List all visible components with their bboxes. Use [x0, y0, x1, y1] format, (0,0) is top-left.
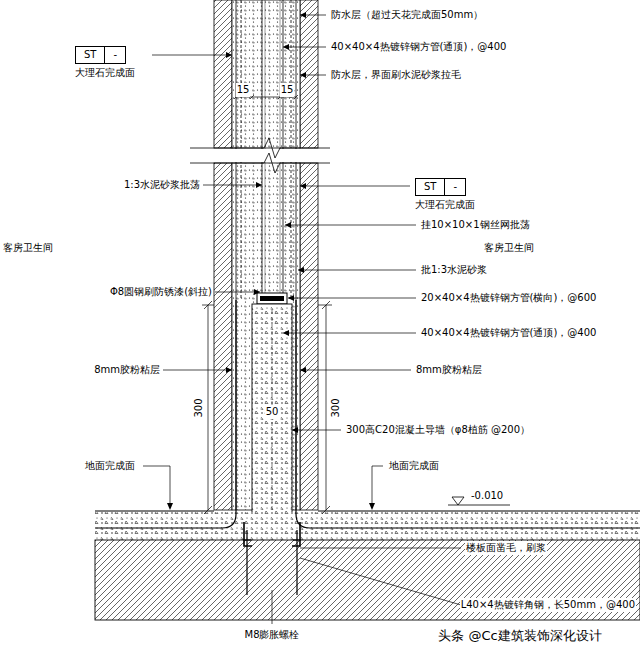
callout-label: 客房卫生间 — [483, 241, 535, 255]
callout-label: 8mm胶粉粘层 — [93, 363, 161, 377]
dimension-text: 50 — [265, 405, 280, 419]
callout-label: 客房卫生间 — [2, 241, 54, 255]
tag-heading: 大理石完成面 — [75, 66, 135, 80]
callout-label: Φ8圆钢刷防锈漆(斜拉) — [109, 285, 213, 299]
tag-cell: - — [104, 47, 125, 63]
callout-label: 楼板面凿毛，刷浆 — [465, 541, 547, 555]
callout-label: 地面完成面 — [84, 459, 136, 473]
tag-box: ST- — [415, 178, 466, 196]
watermark: 头条 @Cc建筑装饰深化设计 — [437, 628, 602, 644]
callout-label: 防水层，界面刷水泥砂浆拉毛 — [330, 68, 462, 82]
callout-label: 8mm胶粉粘层 — [415, 363, 483, 377]
callout-label: 批1:3水泥砂浆 — [420, 263, 488, 277]
callout-label: 40×40×4热镀锌钢方管(通顶)，@400 — [330, 40, 507, 54]
material-tag: ST- 大理石完成面 — [75, 46, 135, 80]
material-tag: ST- 大理石完成面 — [415, 178, 475, 212]
callout-label: 地面完成面 — [388, 459, 440, 473]
dimension-text: 300 — [329, 397, 343, 418]
callout-label: 1:3水泥砂浆批荡 — [123, 178, 201, 192]
dimension-text: 15 — [236, 83, 251, 97]
dimension-text: -0.010 — [470, 489, 504, 503]
tag-box: ST- — [75, 46, 126, 64]
dimension-text: 300 — [192, 397, 206, 418]
tag-cell: ST — [76, 47, 104, 63]
callout-label: 防水层（超过天花完成面50mm） — [330, 8, 484, 22]
callout-label: 20×40×4热镀锌钢方管(横向)，@600 — [420, 291, 597, 305]
callout-label: 300高C20混凝土导墙（φ8植筋 @200） — [345, 423, 531, 437]
tag-cell: ST — [416, 179, 444, 195]
tag-cell: - — [444, 179, 465, 195]
callout-label: 挂10×10×1钢丝网批荡 — [420, 218, 531, 232]
callout-label: L40×4热镀锌角钢，长50mm，@400 — [460, 598, 636, 612]
tag-heading: 大理石完成面 — [415, 198, 475, 212]
callout-label: 40×40×4热镀锌钢方管(通顶)，@400 — [420, 326, 597, 340]
callout-label: M8膨胀螺栓 — [244, 628, 301, 642]
dimension-text: 15 — [280, 83, 295, 97]
